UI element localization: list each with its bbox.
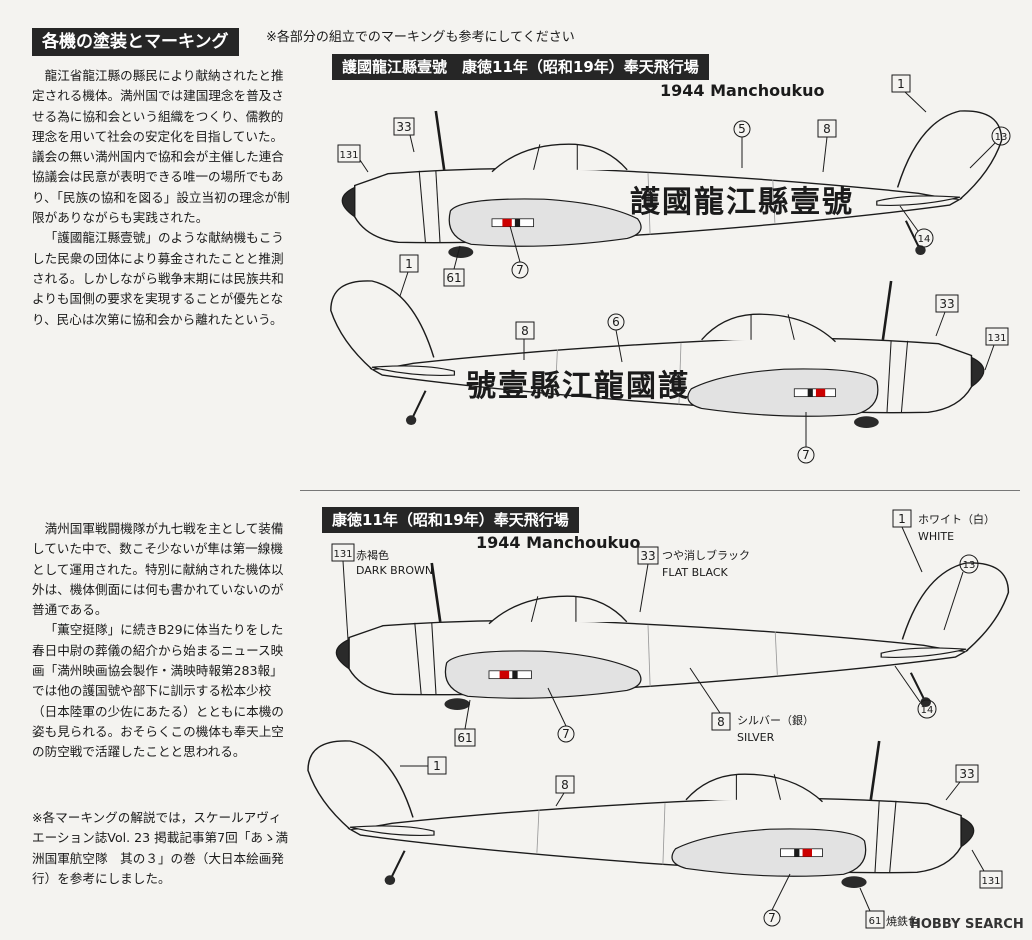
callout-c-33: 33 (640, 549, 655, 563)
callout-b-33: 33 (939, 297, 954, 311)
section1-paragraph-1: 龍江省龍江縣の縣民により献納されたと推定される機体。満州国では建国理念を普及させ… (32, 68, 290, 226)
callout-c-14: 14 (921, 705, 934, 716)
callout-a-13: 13 (995, 132, 1008, 143)
callout-c-7: 7 (562, 727, 570, 741)
callout-d-61: 61 (869, 916, 882, 927)
callout-b-1: 1 (405, 257, 413, 271)
plane-a-inscription: 護國龍江縣壹號 (630, 185, 854, 220)
callouts-plane-b: 1 8 6 33 131 7 (399, 254, 1009, 464)
callout-a-7: 7 (516, 263, 524, 277)
legend-silver-jp: シルバー（銀） (737, 714, 814, 727)
section2-title: 康徳11年（昭和19年）奉天飛行場 (322, 507, 579, 533)
plane-d (308, 741, 974, 888)
legend-dark-brown-en: DARK BROWN (356, 564, 434, 577)
callout-a-5: 5 (738, 122, 746, 136)
callout-c-13: 13 (963, 560, 976, 571)
callout-d-8: 8 (561, 778, 569, 792)
section2-paragraph-2: 「薫空挺隊」に続きB29に体当たりをした春日中尉の葬儀の紹介から始まるニュース映… (32, 622, 284, 760)
callout-a-1: 1 (897, 77, 905, 91)
section1-paragraph-2: 「護國龍江縣壹號」のような献納機もこうした民衆の団体により募金されたことと推測さ… (32, 230, 284, 327)
legend-dark-brown-jp: 赤褐色 (356, 549, 389, 562)
legend-flat-black-en: FLAT BLACK (662, 566, 728, 579)
callout-b-6: 6 (612, 315, 620, 329)
callout-b-8: 8 (521, 324, 529, 338)
legend-iron-jp: 焼鉄色 (886, 915, 919, 928)
callout-d-131: 131 (981, 876, 1000, 887)
callout-d-33: 33 (959, 767, 974, 781)
callout-d-1: 1 (433, 759, 441, 773)
plane-b-inscription: 號壹縣江龍國護 (466, 369, 690, 404)
callouts-plane-d: 1 8 33 131 7 61 (400, 756, 1003, 929)
top-note: ※各部分の組立でのマーキングも参考にしてください (266, 30, 575, 45)
legend-silver-en: SILVER (737, 731, 775, 744)
callout-a-33: 33 (396, 120, 411, 134)
section2-text: 満州国軍戦闘機隊が九七戦を主として装備していた中で、数こそ少ないが隼は第一線機と… (32, 519, 294, 763)
page-header: 各機の塗装とマーキング (32, 28, 239, 56)
section1-subtitle: 1944 Manchoukuo (660, 81, 825, 100)
callout-b-7: 7 (802, 448, 810, 462)
legend-white-en: WHITE (918, 530, 955, 543)
callout-a-8: 8 (823, 122, 831, 136)
watermark: HOBBY SEARCH (910, 917, 1024, 932)
callout-c-131: 131 (333, 549, 352, 560)
footnote: ※各マーキングの解説では，スケールアヴィエーション誌Vol. 23 掲載記事第7… (32, 810, 289, 886)
footnote-block: ※各マーキングの解説では，スケールアヴィエーション誌Vol. 23 掲載記事第7… (32, 808, 294, 889)
callouts-plane-c: 1 131 33 13 8 14 61 7 (331, 509, 979, 747)
callout-a-131: 131 (339, 150, 358, 161)
callout-d-7: 7 (768, 911, 776, 925)
plane-b (331, 281, 984, 428)
callout-a-61: 61 (446, 271, 461, 285)
section2-subtitle: 1944 Manchoukuo (476, 533, 641, 552)
callout-c-1: 1 (898, 512, 906, 526)
plane-c (335, 561, 1010, 712)
callout-b-131: 131 (987, 333, 1006, 344)
section2-paragraph-1: 満州国軍戦闘機隊が九七戦を主として装備していた中で、数こそ少ないが隼は第一線機と… (32, 521, 284, 618)
legend-white-jp: ホワイト（白） (918, 513, 995, 526)
section-separator (300, 490, 1020, 491)
callout-c-61: 61 (457, 731, 472, 745)
callout-a-14: 14 (918, 234, 931, 245)
legend-flat-black-jp: つや消しブラック (662, 549, 750, 562)
callouts-plane-a: 1 13 33 131 5 8 14 61 7 (337, 74, 1011, 287)
section1-text: 龍江省龍江縣の縣民により献納されたと推定される機体。満州国では建国理念を普及させ… (32, 66, 294, 330)
section1-title: 護國龍江縣壹號 康徳11年（昭和19年）奉天飛行場 (332, 54, 709, 80)
callout-c-8: 8 (717, 715, 725, 729)
